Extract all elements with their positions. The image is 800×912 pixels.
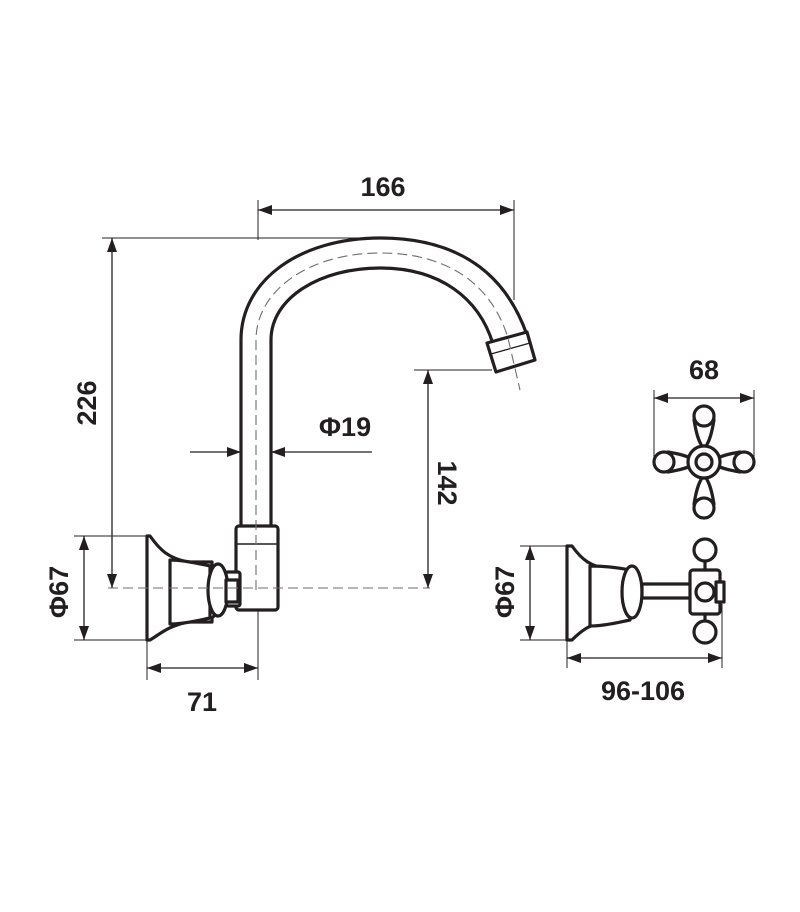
spout-outlet-nozzle bbox=[485, 330, 537, 374]
dim-label-226: 226 bbox=[72, 380, 102, 425]
dimension-lines bbox=[74, 200, 755, 680]
handle-knob-left bbox=[652, 450, 676, 474]
tap-side-view bbox=[565, 537, 726, 645]
tap-handle-knob-front bbox=[694, 581, 716, 603]
tap-valve-ring bbox=[620, 564, 644, 620]
handle-knob-top bbox=[692, 404, 716, 428]
handle-knob-bottom bbox=[692, 496, 716, 520]
handle-knob-right bbox=[732, 450, 756, 474]
spout-outer-edge bbox=[239, 236, 529, 530]
handle-front-view bbox=[652, 404, 756, 520]
tap-handle-knob-bottom bbox=[692, 619, 718, 645]
valve-body bbox=[168, 558, 212, 626]
tap-handle-knob-top bbox=[692, 537, 718, 563]
tap-spindle bbox=[640, 582, 694, 600]
tap-handle-cap bbox=[714, 580, 726, 604]
dim-label-71: 71 bbox=[187, 687, 217, 717]
handle-center-indicator bbox=[694, 452, 714, 472]
centre-lines bbox=[108, 252, 521, 590]
spout-centreline bbox=[255, 252, 521, 590]
dim-label-142: 142 bbox=[432, 460, 462, 505]
dim-label-d67-left: Φ67 bbox=[44, 566, 74, 618]
dim-label-d67-right: Φ67 bbox=[490, 566, 520, 618]
dim-label-d19: Φ19 bbox=[319, 412, 371, 442]
spout-collar bbox=[234, 524, 280, 612]
dim-label-166: 166 bbox=[360, 172, 405, 202]
dimension-labels: 166 226 142 Φ19 Φ67 71 68 Φ67 96-106 bbox=[44, 172, 719, 717]
tap-valve-body bbox=[588, 564, 632, 628]
dim-label-68: 68 bbox=[689, 355, 719, 385]
dim-label-96-106: 96-106 bbox=[601, 676, 685, 706]
spout-inner-edge bbox=[269, 266, 495, 530]
valve-spindle bbox=[224, 578, 240, 604]
